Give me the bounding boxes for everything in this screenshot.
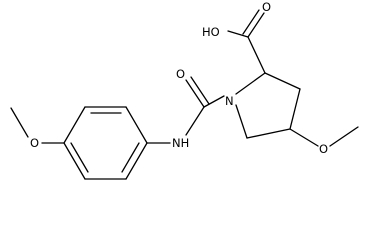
- bond-carbonyl-nh: [185, 106, 205, 136]
- bond-n1-carbonyl: [203, 95, 225, 108]
- nh-label: NH: [172, 136, 189, 150]
- bond-ar4-ar5: [63, 142, 86, 180]
- amide-oxygen-label: O: [176, 67, 185, 81]
- bond-amide-co-2: [190, 76, 210, 105]
- bond-c3-c4: [289, 88, 301, 130]
- bond-ar1-ar2: [125, 106, 148, 144]
- bond-amide-co-1: [185, 79, 205, 108]
- bond-ar-inner-3: [121, 142, 140, 173]
- ring-nitrogen-label: N: [225, 94, 234, 108]
- bond-ome-methyl: [329, 126, 359, 147]
- bond-c2-c3: [264, 72, 301, 90]
- bond-c2-cooh: [247, 36, 266, 74]
- oh-label: HO: [202, 25, 220, 39]
- ring-methoxy-oxygen-label: O: [319, 142, 328, 156]
- bond-c4-c5: [246, 128, 291, 139]
- bond-ar3-ar4: [63, 106, 86, 144]
- bond-cooh-oh: [227, 30, 249, 38]
- chemical-structure: HO O O N NH O O: [10, 0, 359, 180]
- aryl-methoxy-oxygen-label: O: [30, 136, 39, 150]
- bond-aryl-ome-methyl: [10, 107, 29, 138]
- bond-c4-ome: [289, 128, 319, 147]
- bond-n1-c2: [235, 72, 266, 95]
- carbonyl-oxygen-label: O: [262, 0, 271, 14]
- bond-cooh-carbonyl-1: [247, 12, 265, 38]
- bond-ar-inner-2: [70, 142, 89, 173]
- bond-cooh-carbonyl-2: [242, 9, 260, 35]
- bond-ar6-ar1: [125, 142, 148, 180]
- bond-c5-n1: [235, 104, 248, 139]
